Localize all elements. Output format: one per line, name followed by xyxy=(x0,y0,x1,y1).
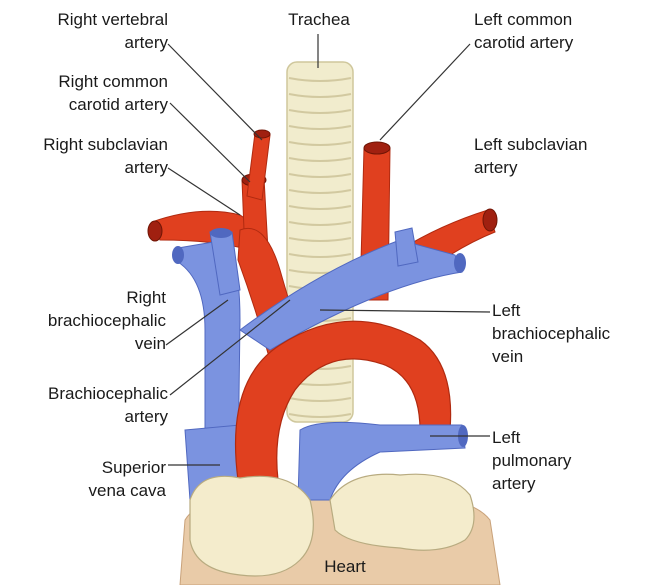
label-line: vein xyxy=(492,345,642,368)
label-line: Right subclavian xyxy=(0,133,168,156)
label-line: Left subclavian xyxy=(474,133,634,156)
label-line: carotid artery xyxy=(474,31,634,54)
right-vertebral-artery xyxy=(247,133,270,200)
right-vein-upper-end xyxy=(210,228,232,238)
label-line: Trachea xyxy=(280,8,358,31)
label-line: Right vertebral xyxy=(10,8,168,31)
label-line: vein xyxy=(10,332,166,355)
leader-right-vertebral-artery xyxy=(168,44,262,140)
label-line: artery xyxy=(0,405,168,428)
leader-left-common-carotid-artery xyxy=(380,44,470,140)
right-brachiocephalic-vein-end xyxy=(172,246,184,264)
label-heart: Heart xyxy=(300,555,390,578)
label-line: Left common xyxy=(474,8,634,31)
label-line: Right xyxy=(10,286,166,309)
label-line: Right common xyxy=(10,70,168,93)
left-subclavian-artery-end xyxy=(483,209,497,231)
left-vein-upper xyxy=(395,228,418,266)
label-line: Left xyxy=(492,426,642,449)
label-line: pulmonary xyxy=(492,449,642,472)
leader-right-subclavian-artery xyxy=(168,168,240,215)
label-line: Left xyxy=(492,299,642,322)
label-line: vena cava xyxy=(10,479,166,502)
label-line: artery xyxy=(492,472,642,495)
label-line: artery xyxy=(10,31,168,54)
label-line: Heart xyxy=(300,555,390,578)
left-brachiocephalic-vein-end xyxy=(454,253,466,273)
label-line: Brachiocephalic xyxy=(0,382,168,405)
left-common-carotid-artery-end xyxy=(364,142,390,154)
label-line: brachiocephalic xyxy=(10,309,166,332)
right-subclavian-artery-end xyxy=(148,221,162,241)
label-line: artery xyxy=(474,156,634,179)
label-line: brachiocephalic xyxy=(492,322,642,345)
right-fat-mass xyxy=(190,476,313,576)
left-fat-mass xyxy=(330,474,474,550)
label-line: carotid artery xyxy=(10,93,168,116)
label-trachea: Trachea xyxy=(280,8,358,31)
label-line: Superior xyxy=(10,456,166,479)
label-line: artery xyxy=(0,156,168,179)
